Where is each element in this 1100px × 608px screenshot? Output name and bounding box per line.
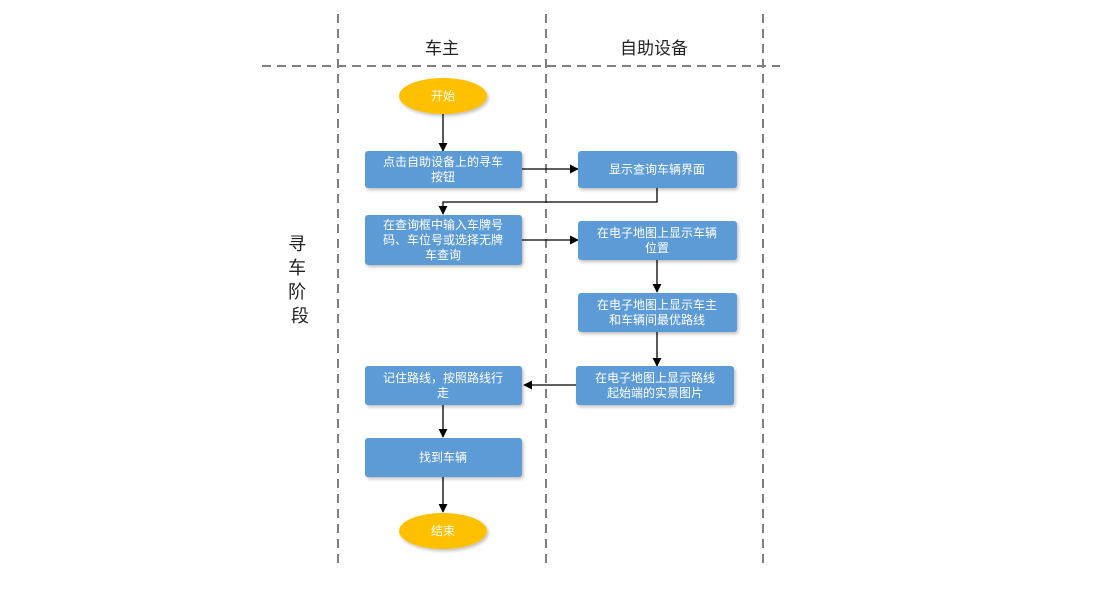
box-text: 在查询框中输入车牌号码、车位号或选择无牌车查询: [383, 217, 503, 262]
box-text: 找到车辆: [419, 450, 467, 465]
box-text-line: 找到车辆: [419, 450, 467, 465]
box-text: 在电子地图上显示车主和车辆间最优路线: [597, 297, 717, 327]
box-text-line: 显示查询车辆界面: [609, 162, 705, 177]
box-text-line: 和车辆间最优路线: [609, 312, 705, 327]
process-box-device-1: 显示查询车辆界面: [578, 151, 737, 188]
process-box-device-3: 在电子地图上显示车主和车辆间最优路线: [578, 293, 737, 332]
box-text-line: 在电子地图上显示车辆: [597, 225, 717, 240]
box-text-line: 在电子地图上显示车主: [597, 297, 717, 312]
box-text: 点击自助设备上的寻车按钮: [383, 154, 503, 184]
lane-title-owner: 车主: [425, 39, 459, 59]
box-text: 在电子地图上显示路线起始端的实景图片: [595, 370, 715, 400]
phase-label: 寻 车 阶 段: [288, 234, 312, 327]
process-box-device-2: 在电子地图上显示车辆位置: [578, 221, 737, 260]
box-text-line: 点击自助设备上的寻车: [383, 154, 503, 169]
phase-char: 段: [291, 306, 309, 327]
box-text-line: 走: [437, 386, 449, 400]
box-text-line: 在查询框中输入车牌号: [383, 217, 503, 232]
box-text-line: 位置: [645, 240, 669, 255]
box-text-line: 码、车位号或选择无牌: [383, 232, 503, 247]
box-text: 在电子地图上显示车辆位置: [597, 225, 717, 255]
start-terminal: 开始: [399, 78, 487, 114]
start-label: 开始: [431, 89, 455, 103]
process-box-device-4: 在电子地图上显示路线起始端的实景图片: [576, 366, 734, 405]
end-label: 结束: [431, 524, 455, 538]
arrow-d1-to-o2: [438, 188, 658, 215]
box-text-line: 车查询: [425, 247, 461, 262]
box-text-line: 在电子地图上显示路线: [595, 370, 715, 385]
box-text-line: 按钮: [431, 169, 455, 184]
process-box-owner-3: 记住路线，按照路线行走: [365, 366, 522, 405]
lane-title-device: 自助设备: [620, 39, 688, 59]
process-box-owner-1: 点击自助设备上的寻车按钮: [365, 151, 522, 188]
process-box-owner-2: 在查询框中输入车牌号码、车位号或选择无牌车查询: [365, 215, 522, 265]
box-text: 显示查询车辆界面: [609, 162, 705, 177]
phase-char: 车: [288, 258, 306, 279]
process-box-owner-4: 找到车辆: [365, 438, 522, 477]
box-text-line: 起始端的实景图片: [607, 385, 703, 400]
phase-char: 寻: [288, 234, 306, 255]
end-terminal: 结束: [399, 513, 487, 549]
phase-char: 阶: [288, 282, 306, 303]
box-text-line: 记住路线，按照路线行: [383, 370, 503, 385]
box-text: 记住路线，按照路线行走: [383, 370, 503, 400]
